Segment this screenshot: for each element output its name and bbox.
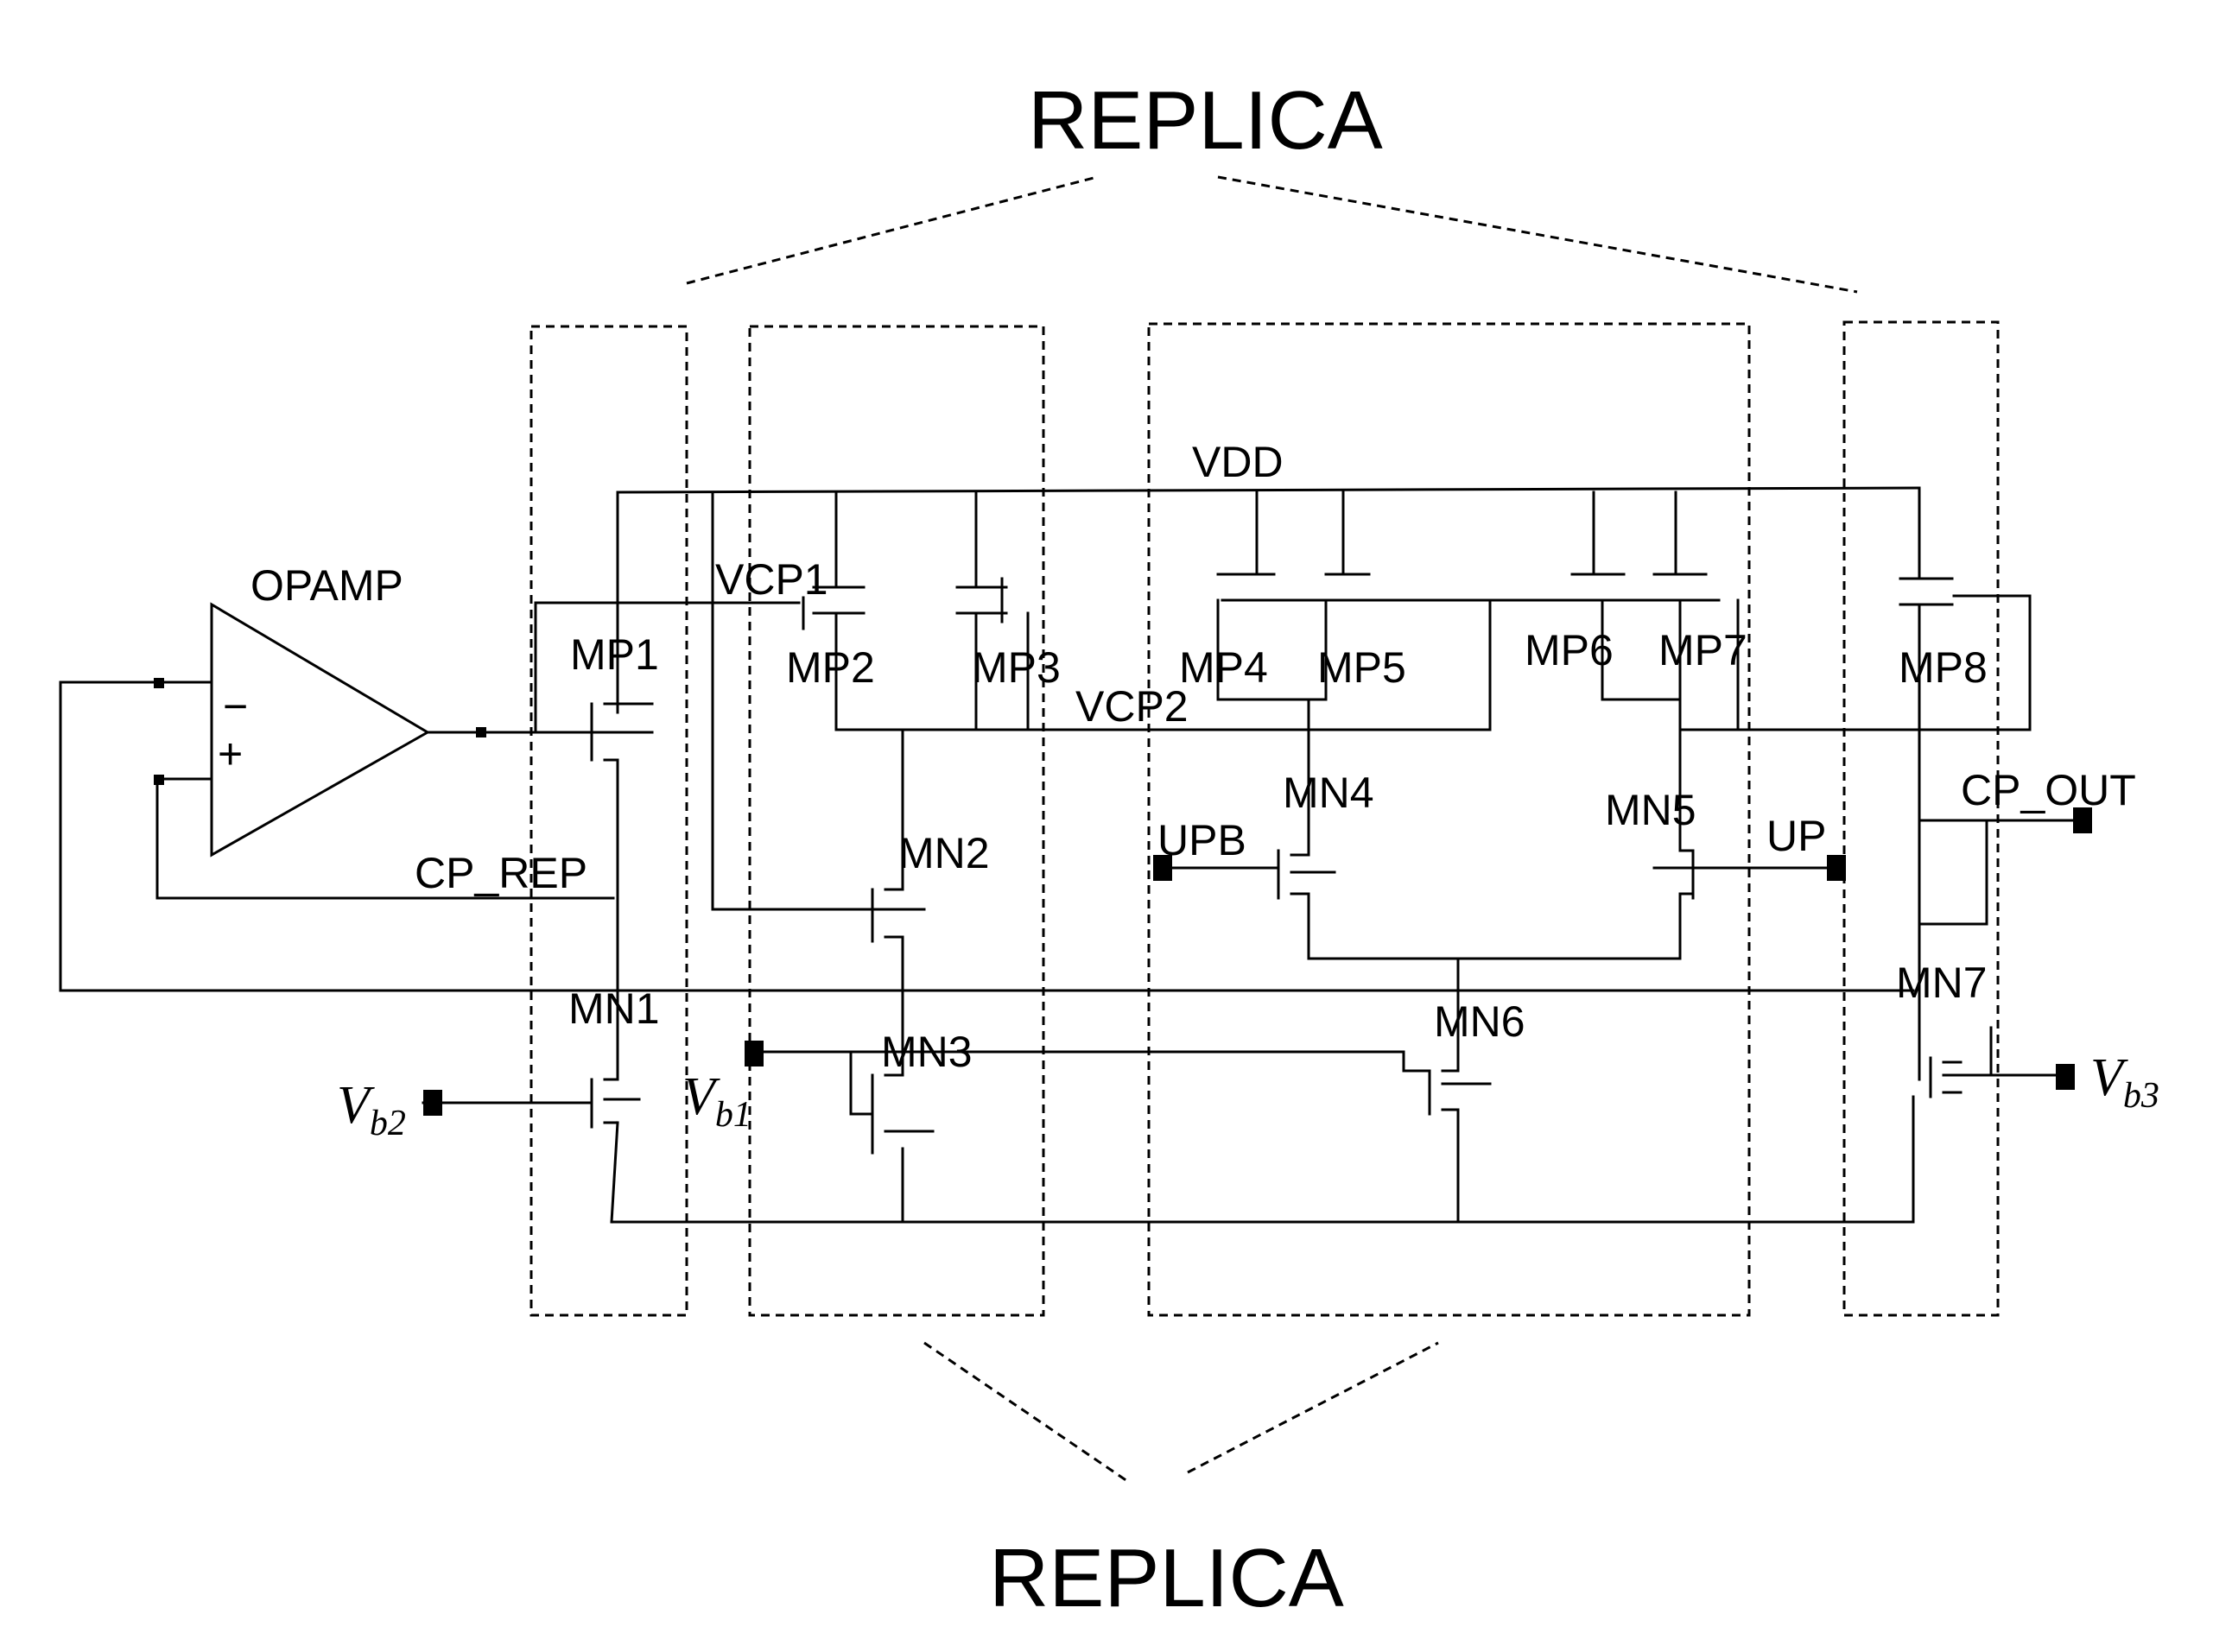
upb-label: UPB: [1157, 816, 1246, 864]
replica-box-1: [531, 326, 687, 1315]
replica-bracket-bottom: [924, 1343, 1438, 1481]
mp2-label: MP2: [786, 643, 875, 692]
up-pin: [1827, 855, 1846, 881]
mp7-label: MP7: [1658, 626, 1747, 674]
vb2-label: Vb2: [337, 1076, 406, 1143]
mp5-transistor: MP5: [1317, 492, 1406, 699]
mn3-transistor: MN3: [851, 1028, 973, 1153]
vb1-label: Vb1: [682, 1067, 751, 1135]
mn6-transistor: MN6: [1404, 997, 1525, 1114]
mp2-transistor: MP2: [786, 492, 875, 730]
opamp: OPAMP − +: [212, 561, 428, 855]
vb1-pin: [745, 1041, 764, 1067]
replica-box-4: [1844, 322, 1998, 1315]
cp-out-label: CP_OUT: [1961, 766, 2136, 814]
mp3-transistor: MP3: [957, 492, 1061, 730]
vdd-rail: [618, 488, 1919, 492]
mp8-label: MP8: [1899, 643, 1988, 692]
vb3-pin: [2056, 1064, 2075, 1090]
vdd-label: VDD: [1192, 438, 1284, 486]
mn4-label: MN4: [1283, 769, 1374, 817]
mn4-transistor: MN4: [1278, 769, 1374, 898]
mp6-label: MP6: [1525, 626, 1614, 674]
mn6-label: MN6: [1434, 997, 1525, 1046]
up-label: UP: [1766, 812, 1826, 860]
mn7-transistor: MN7: [1896, 959, 1988, 1097]
mp4-transistor: MP4: [1179, 492, 1326, 699]
vb3-label: Vb3: [2090, 1048, 2159, 1116]
replica-box-2: [750, 326, 1043, 1315]
mn1-label: MN1: [568, 984, 660, 1033]
opamp-label: OPAMP: [250, 561, 403, 610]
mp5-label: MP5: [1317, 643, 1406, 692]
replica-title-bottom: REPLICA: [989, 1532, 1344, 1624]
mp3-label: MP3: [972, 643, 1061, 692]
mn5-label: MN5: [1605, 786, 1696, 834]
mn1-transistor: MN1: [568, 984, 660, 1127]
replica-bracket-top: [687, 177, 1857, 292]
mp1-label: MP1: [570, 630, 659, 679]
vb2-pin: [423, 1090, 442, 1116]
mn5-transistor: MN5: [1605, 786, 1696, 898]
vcp2-label: VCP2: [1075, 682, 1189, 731]
opamp-plus: +: [218, 730, 243, 778]
mn2-label: MN2: [898, 829, 990, 877]
mp4-label: MP4: [1179, 643, 1268, 692]
mn7-label: MN7: [1896, 959, 1988, 1007]
mp1-transistor: MP1: [570, 492, 659, 760]
vcp1-label: VCP1: [715, 555, 828, 604]
replica-title-top: REPLICA: [1028, 74, 1383, 167]
cp-rep-label: CP_REP: [415, 849, 587, 897]
opamp-minus: −: [223, 682, 248, 731]
mp6-transistor: MP6: [1525, 492, 1624, 699]
